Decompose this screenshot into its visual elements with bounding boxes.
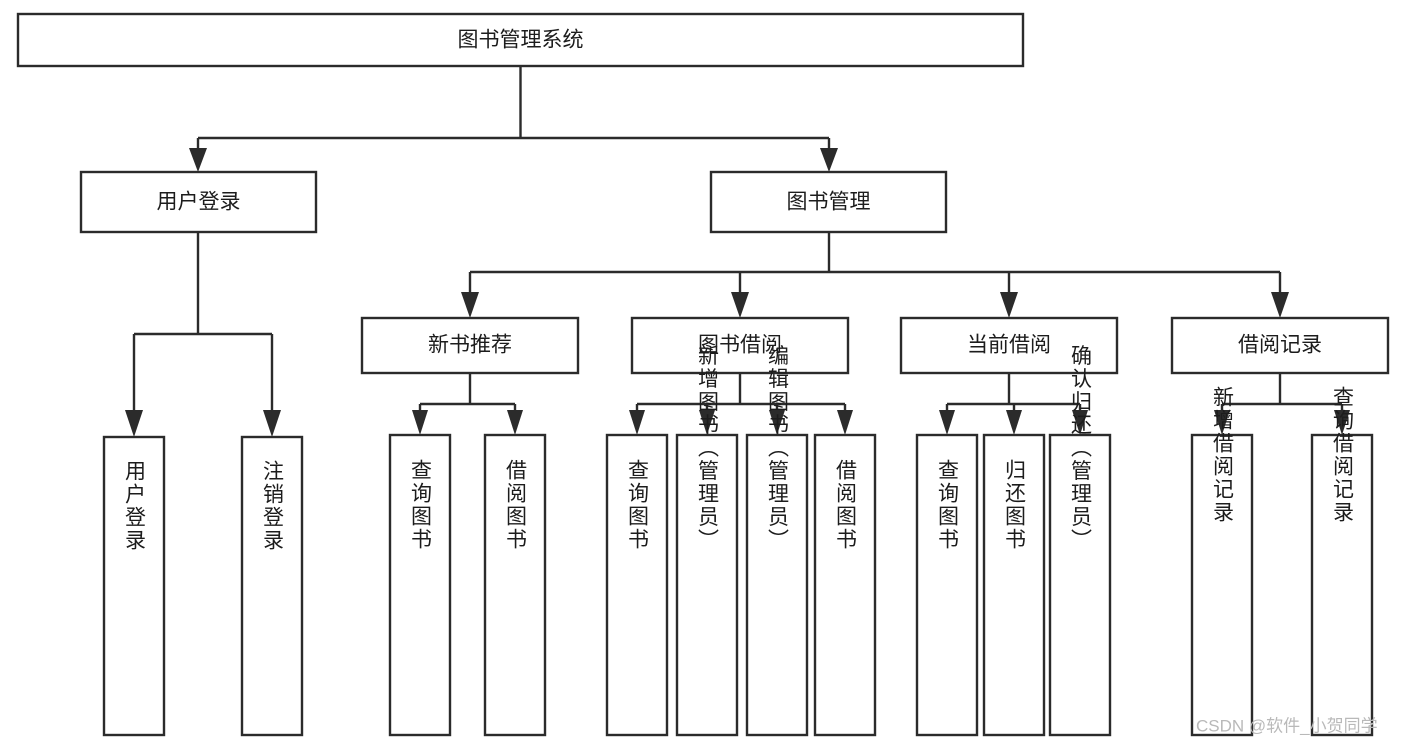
connector-newbook-to-leaves bbox=[412, 373, 523, 435]
arrow-icon bbox=[461, 292, 479, 318]
connector-bookmgmt-to-level3 bbox=[461, 232, 1289, 318]
leaf-node-label: 借阅图书 bbox=[504, 459, 528, 551]
arrow-icon bbox=[820, 148, 838, 172]
node-user-login-label: 用户登录 bbox=[157, 191, 241, 214]
leaf-node[interactable]: 借阅图书 bbox=[483, 433, 547, 737]
leaf-node-label: 新增借阅记录 bbox=[1211, 386, 1235, 524]
leaf-node[interactable]: 用户登录 bbox=[102, 435, 166, 737]
arrow-icon bbox=[263, 410, 281, 437]
node-root-label: 图书管理系统 bbox=[458, 29, 584, 52]
node-root-book-management-system[interactable]: 图书管理系统 bbox=[16, 12, 1025, 68]
leaf-node[interactable]: 查询图书 bbox=[388, 433, 452, 737]
node-new-book-recommend-label: 新书推荐 bbox=[428, 334, 512, 357]
arrow-icon bbox=[412, 410, 428, 435]
arrow-icon bbox=[1072, 410, 1088, 435]
arrow-icon bbox=[1271, 292, 1289, 318]
leaf-node-label: 确认归还（管理员） bbox=[1069, 345, 1093, 552]
arrow-icon bbox=[939, 410, 955, 435]
leaf-node-label: 编辑图书（管理员） bbox=[766, 345, 790, 552]
node-book-management-label: 图书管理 bbox=[787, 191, 871, 214]
leaf-node-label: 用户登录 bbox=[123, 460, 147, 552]
arrow-icon bbox=[1000, 292, 1018, 318]
leaf-node-label: 归还图书 bbox=[1003, 459, 1027, 551]
node-book-management[interactable]: 图书管理 bbox=[709, 170, 948, 234]
leaf-node-label: 查询图书 bbox=[409, 459, 433, 551]
leaf-node[interactable]: 注销登录 bbox=[240, 435, 304, 737]
watermark: CSDN @软件_小贺同学 bbox=[1196, 716, 1378, 735]
node-book-borrow[interactable]: 图书借阅 bbox=[630, 316, 850, 375]
connector-currentborrow-to-leaves bbox=[939, 373, 1088, 435]
leaf-node[interactable]: 编辑图书（管理员） bbox=[745, 345, 809, 737]
arrow-icon bbox=[769, 410, 785, 435]
arrow-icon bbox=[731, 292, 749, 318]
node-user-login[interactable]: 用户登录 bbox=[79, 170, 318, 234]
node-new-book-recommend[interactable]: 新书推荐 bbox=[360, 316, 580, 375]
leaf-node[interactable]: 新增借阅记录 bbox=[1190, 386, 1254, 737]
arrow-icon bbox=[1006, 410, 1022, 435]
leaf-node-label: 新增图书（管理员） bbox=[696, 345, 720, 552]
arrow-icon bbox=[189, 148, 207, 172]
leaf-node[interactable]: 借阅图书 bbox=[813, 433, 877, 737]
leaf-node[interactable]: 确认归还（管理员） bbox=[1048, 345, 1112, 737]
arrow-icon bbox=[1334, 410, 1350, 435]
leaf-node[interactable]: 新增图书（管理员） bbox=[675, 345, 739, 737]
node-current-borrow-label: 当前借阅 bbox=[967, 334, 1051, 357]
connector-root-to-level2 bbox=[189, 66, 838, 172]
arrow-icon bbox=[699, 410, 715, 435]
arrow-icon bbox=[629, 410, 645, 435]
arrow-icon bbox=[837, 410, 853, 435]
leaf-node-label: 查询借阅记录 bbox=[1331, 386, 1355, 524]
arrow-icon bbox=[1214, 410, 1230, 435]
arrow-icon bbox=[125, 410, 143, 437]
connector-userlogin-to-leaves bbox=[125, 232, 281, 437]
node-current-borrow[interactable]: 当前借阅 bbox=[899, 316, 1119, 375]
leaf-node-label: 借阅图书 bbox=[834, 459, 858, 551]
leaf-node-label: 查询图书 bbox=[936, 459, 960, 551]
node-borrow-record[interactable]: 借阅记录 bbox=[1170, 316, 1390, 375]
arrow-icon bbox=[507, 410, 523, 435]
leaf-node[interactable]: 查询图书 bbox=[915, 433, 979, 737]
connector-bookborrow-to-leaves bbox=[629, 373, 853, 435]
node-book-borrow-label: 图书借阅 bbox=[698, 334, 782, 357]
leaf-node-label: 查询图书 bbox=[626, 459, 650, 551]
leaf-node[interactable]: 查询借阅记录 bbox=[1310, 386, 1374, 737]
connector-borrowrecord-to-leaves bbox=[1214, 373, 1350, 435]
leaf-node[interactable]: 归还图书 bbox=[982, 433, 1046, 737]
leaf-node[interactable]: 查询图书 bbox=[605, 433, 669, 737]
node-borrow-record-label: 借阅记录 bbox=[1238, 334, 1322, 357]
leaf-node-label: 注销登录 bbox=[261, 460, 285, 552]
